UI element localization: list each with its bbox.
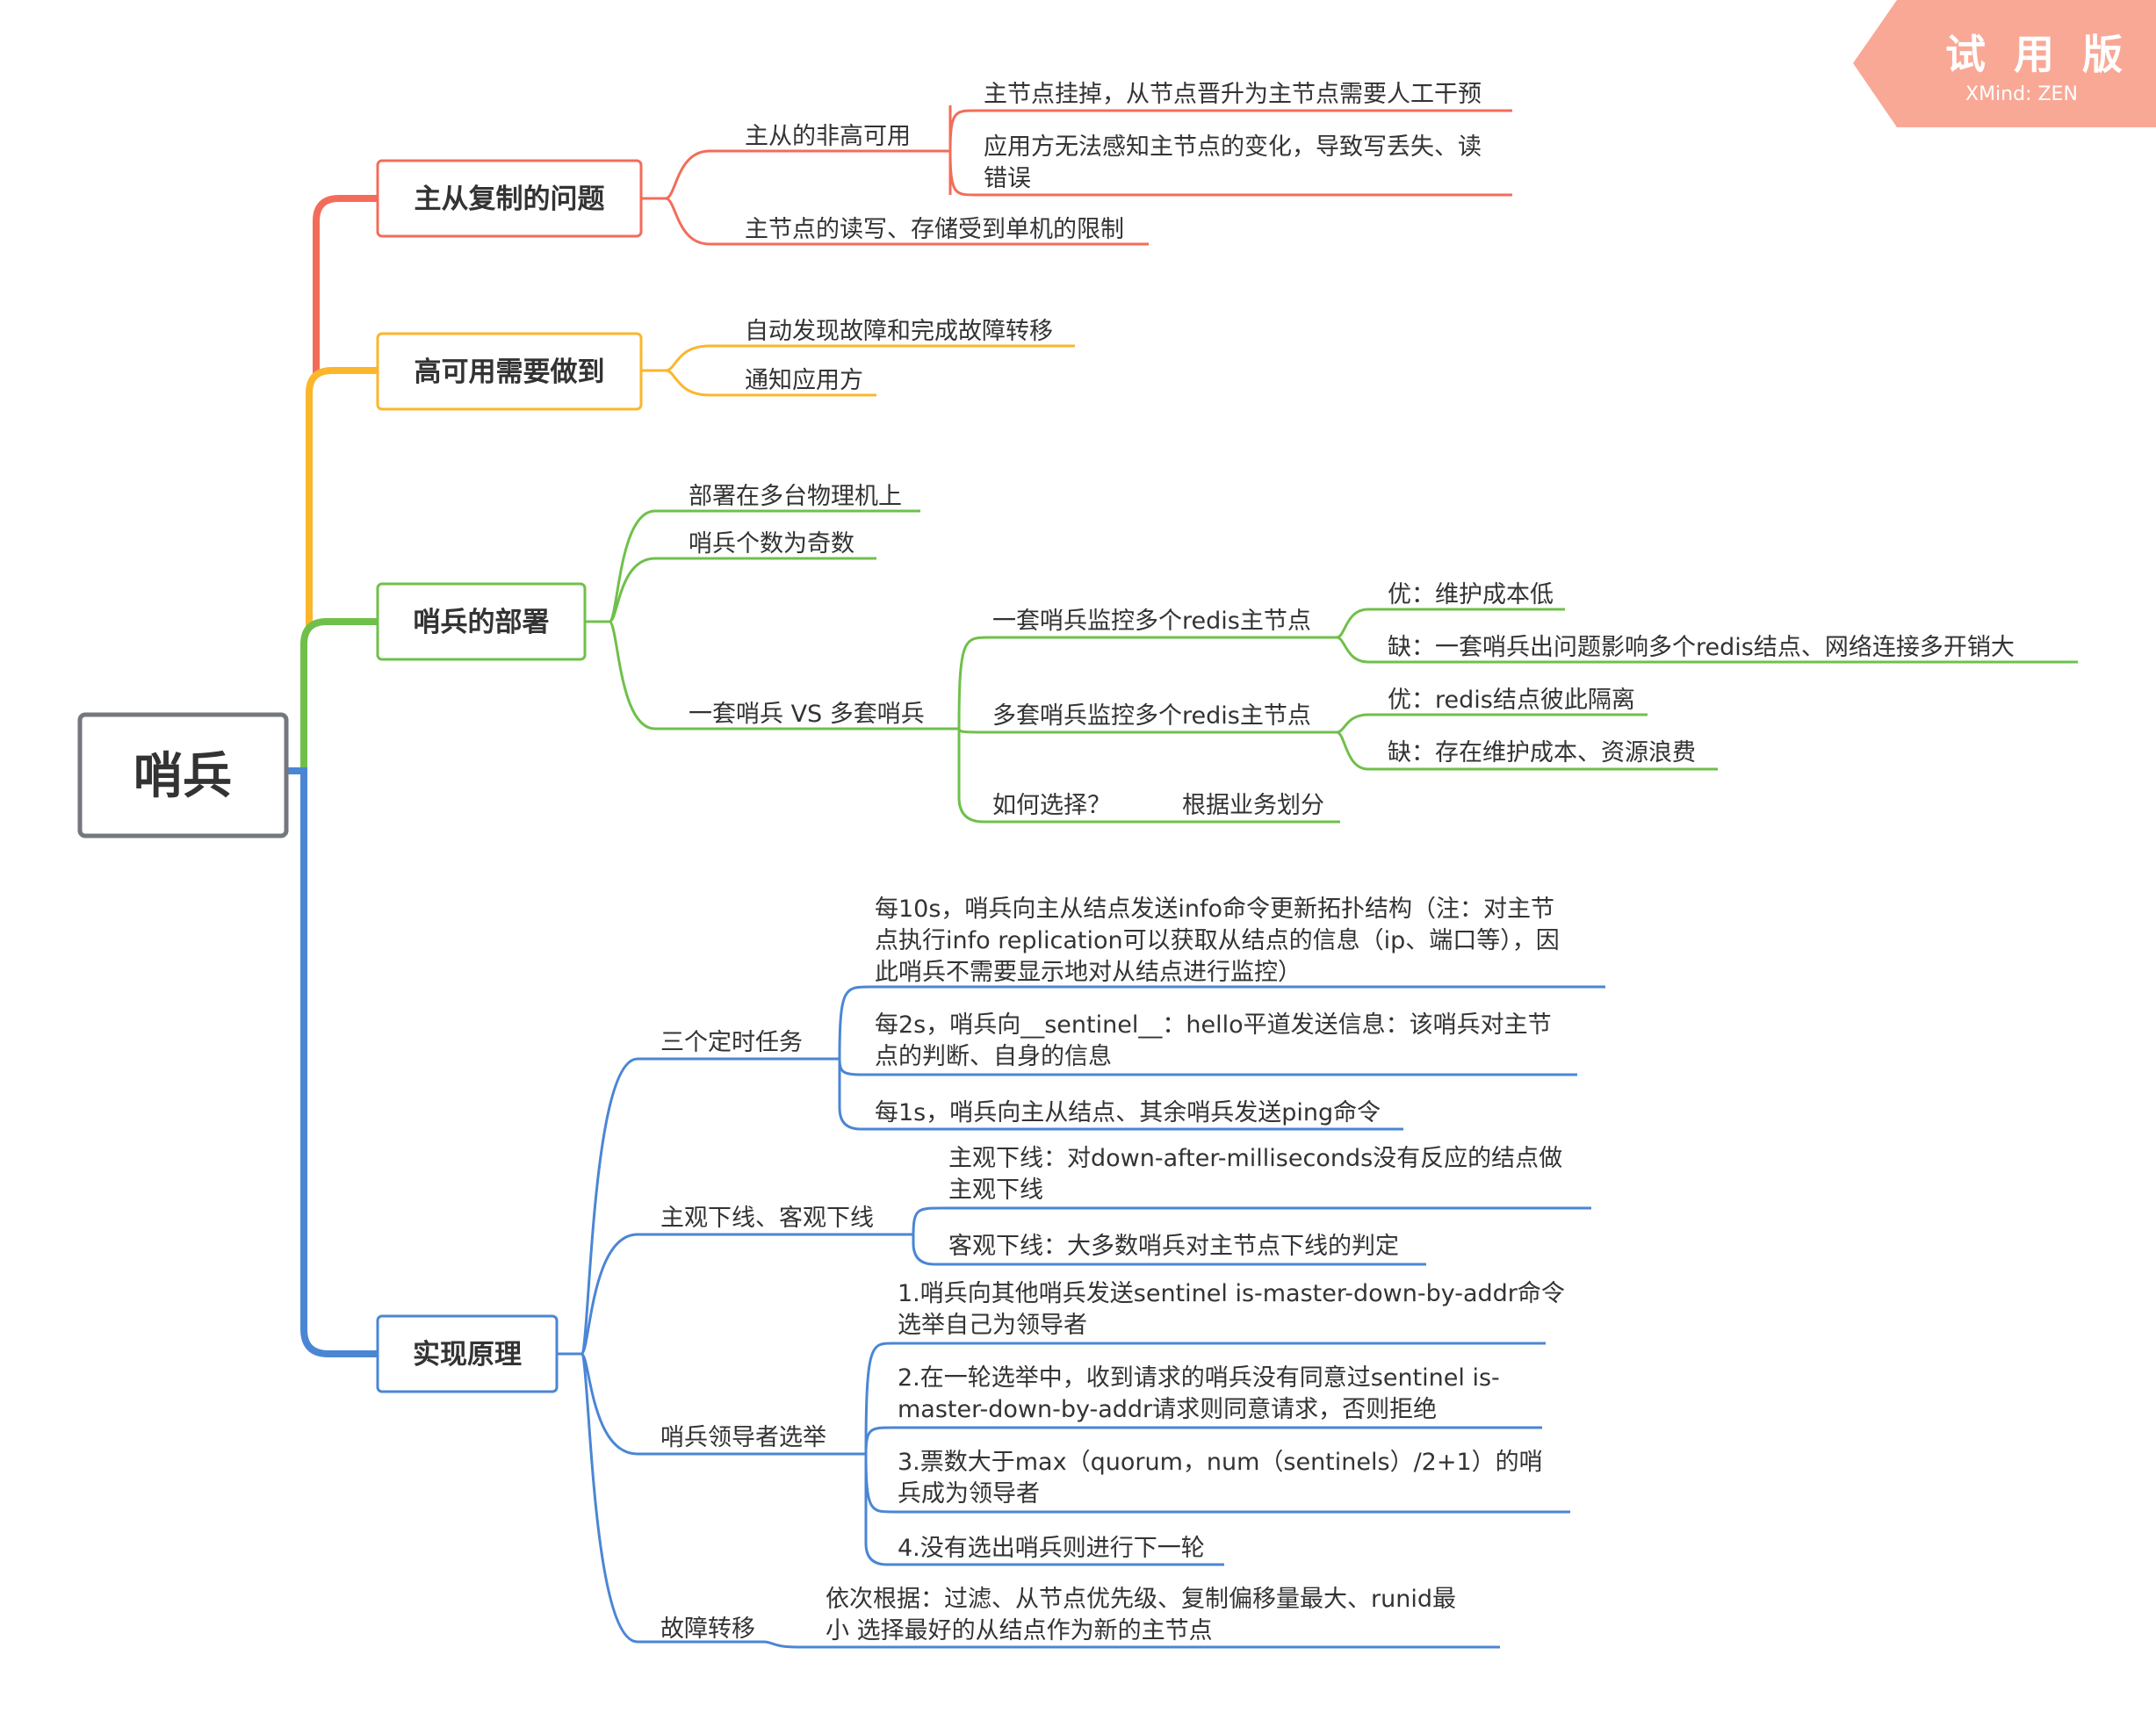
branch-node-2[interactable]: 高可用需要做到 — [376, 332, 643, 411]
branch-label-4: 实现原理 — [413, 1339, 522, 1371]
topic-b3c3b[interactable]: 多套哨兵监控多个redis主节点 — [992, 702, 1311, 730]
topic-b4c3a[interactable]: 1.哨兵向其他哨兵发送sentinel is-master-down-by-ad… — [898, 1280, 1572, 1339]
topic-b4c1c[interactable]: 每1s，哨兵向主从结点、其余哨兵发送ping命令 — [875, 1099, 1381, 1126]
topic-b4c3c[interactable]: 3.票数大于max（quorum，num（sentinels）/2+1）的哨 兵… — [898, 1449, 1550, 1508]
root-label: 哨兵 — [133, 748, 232, 805]
topic-b3c3c[interactable]: 如何选择？ — [992, 792, 1111, 819]
topic-b4c4a-line-2: 小 选择最好的从结点作为新的主节点 — [826, 1617, 1213, 1644]
topic-b4c1a-line-3: 此哨兵不需要显示地对从结点进行监控） — [875, 959, 1302, 986]
trunk-yellow — [306, 367, 380, 629]
topic-b4c3c-line-2: 兵成为领导者 — [898, 1480, 1040, 1508]
topic-b3c3b1[interactable]: 优：redis结点彼此隔离 — [1388, 687, 1635, 714]
topic-b4c2b-line-1: 客观下线：大多数哨兵对主节点下线的判定 — [948, 1233, 1399, 1260]
badge-title: 试 用 版 — [1945, 31, 2130, 78]
topic-b4c3c-line-1: 3.票数大于max（quorum，num（sentinels）/2+1）的哨 — [898, 1449, 1543, 1476]
trunk-red — [313, 195, 380, 378]
topic-b4c1a-line-1: 每10s，哨兵向主从结点发送info命令更新拓扑结构（注：对主节 — [875, 896, 1554, 923]
topic-b3c1[interactable]: 部署在多台物理机上 — [689, 483, 902, 510]
topic-b3c3[interactable]: 一套哨兵 VS 多套哨兵 — [689, 701, 925, 728]
topic-b4c2b[interactable]: 客观下线：大多数哨兵对主节点下线的判定 — [948, 1233, 1399, 1260]
branch-1-lines — [642, 105, 1512, 246]
branch-label-1: 主从复制的问题 — [415, 183, 605, 215]
topic-b4c1[interactable]: 三个定时任务 — [660, 1029, 803, 1056]
trunk-blue — [285, 767, 380, 1357]
topic-b4c2a[interactable]: 主观下线：对down-after-milliseconds没有反应的结点做 主观… — [948, 1145, 1570, 1204]
topic-b4c3d[interactable]: 4.没有选出哨兵则进行下一轮 — [898, 1535, 1205, 1562]
topic-b3c3a2[interactable]: 缺：一套哨兵出问题影响多个redis结点、网络连接多开销大 — [1388, 634, 2015, 661]
root-node[interactable]: 哨兵 — [77, 712, 289, 838]
trial-badge-icon — [1853, 0, 2156, 127]
topic-b2c1[interactable]: 自动发现故障和完成故障转移 — [745, 318, 1053, 345]
topic-b4c1a-line-2: 点执行info replication可以获取从结点的信息（ip、端口等），因 — [875, 927, 1560, 954]
branch-label-3: 哨兵的部署 — [414, 607, 550, 638]
branch-label-2: 高可用需要做到 — [415, 356, 605, 388]
topic-b3c3c1[interactable]: 根据业务划分 — [1182, 792, 1324, 819]
topic-b4c1a[interactable]: 每10s，哨兵向主从结点发送info命令更新拓扑结构（注：对主节 点执行info… — [875, 896, 1567, 986]
topic-b4c4a[interactable]: 依次根据：过滤、从节点优先级、复制偏移量最大、runid最 小 选择最好的从结点… — [826, 1586, 1464, 1644]
topic-b1c1[interactable]: 主从的非高可用 — [745, 123, 911, 150]
topic-b4c2a-line-1: 主观下线：对down-after-milliseconds没有反应的结点做 — [948, 1145, 1562, 1172]
topic-b4c3b[interactable]: 2.在一轮选举中，收到请求的哨兵没有同意过sentinel is- master… — [898, 1364, 1507, 1423]
branch-2-lines — [642, 344, 1075, 397]
topic-b4c3[interactable]: 哨兵领导者选举 — [660, 1424, 826, 1451]
topic-b4c2[interactable]: 主观下线、客观下线 — [660, 1205, 874, 1232]
topic-b1c1b-line-1: 应用方无法感知主节点的变化，导致写丢失、读 — [984, 133, 1482, 161]
topic-b4c4[interactable]: 故障转移 — [660, 1615, 755, 1643]
topic-b2c2[interactable]: 通知应用方 — [745, 367, 863, 394]
branch-node-3[interactable]: 哨兵的部署 — [376, 582, 587, 661]
topic-b1c1b-line-2: 错误 — [984, 165, 1031, 192]
topic-b4c1b-line-1: 每2s，哨兵向__sentinel__：hello平道发送信息：该哨兵对主节 — [875, 1011, 1552, 1039]
topic-b3c3b2[interactable]: 缺：存在维护成本、资源浪费 — [1388, 739, 1696, 766]
branch-node-4[interactable]: 实现原理 — [376, 1314, 559, 1393]
trunk-green — [300, 618, 380, 774]
topic-b4c2a-line-2: 主观下线 — [948, 1177, 1043, 1204]
topic-b1c1a-line-1: 主节点挂掉，从节点晋升为主节点需要人工干预 — [984, 81, 1482, 108]
topic-b1c1a[interactable]: 主节点挂掉，从节点晋升为主节点需要人工干预 — [984, 81, 1482, 108]
topic-b4c3b-line-1: 2.在一轮选举中，收到请求的哨兵没有同意过sentinel is- — [898, 1364, 1500, 1392]
topic-b4c3d-line-1: 4.没有选出哨兵则进行下一轮 — [898, 1535, 1205, 1562]
topic-b4c3b-line-2: master-down-by-addr请求则同意请求，否则拒绝 — [898, 1396, 1437, 1423]
badge-subtitle: XMind: ZEN — [1965, 83, 2078, 105]
topic-b4c4a-line-1: 依次根据：过滤、从节点优先级、复制偏移量最大、runid最 — [826, 1586, 1456, 1613]
topic-b1c1b[interactable]: 应用方无法感知主节点的变化，导致写丢失、读 错误 — [984, 133, 1489, 192]
topic-b1c2[interactable]: 主节点的读写、存储受到单机的限制 — [745, 216, 1124, 243]
branch-4-lines — [558, 985, 1605, 1649]
topic-b4c1b[interactable]: 每2s，哨兵向__sentinel__：hello平道发送信息：该哨兵对主节 点… — [875, 1011, 1559, 1070]
trial-badge: 试 用 版 XMind: ZEN — [1853, 0, 2156, 127]
topic-b3c2[interactable]: 哨兵个数为奇数 — [689, 530, 854, 558]
topic-b3c3a[interactable]: 一套哨兵监控多个redis主节点 — [992, 608, 1311, 635]
branch-3-lines — [586, 509, 2078, 824]
topic-b4c3a-line-1: 1.哨兵向其他哨兵发送sentinel is-master-down-by-ad… — [898, 1280, 1565, 1307]
branch-node-1[interactable]: 主从复制的问题 — [376, 159, 643, 238]
topic-b4c1b-line-2: 点的判断、自身的信息 — [875, 1043, 1112, 1070]
topic-b3c3a1[interactable]: 优：维护成本低 — [1388, 581, 1554, 608]
topic-b4c3a-line-2: 选举自己为领导者 — [898, 1312, 1087, 1339]
topic-b4c1c-line-1: 每1s，哨兵向主从结点、其余哨兵发送ping命令 — [875, 1099, 1381, 1126]
